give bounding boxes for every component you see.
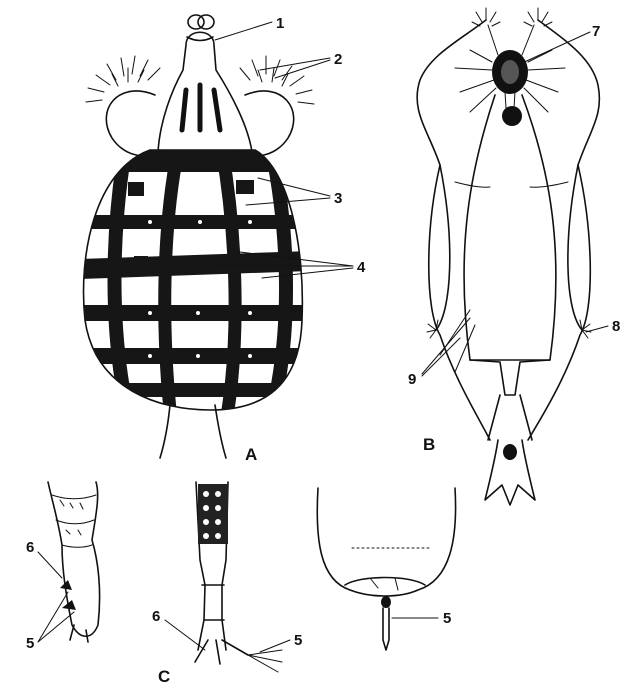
panel-label-a: A (245, 445, 257, 464)
figure-a-rotifer-body (60, 15, 331, 458)
callout-7: 7 (592, 23, 600, 40)
figure-c-lorica (317, 488, 455, 650)
figure-c-foot-middle (195, 482, 282, 672)
callout-4: 4 (357, 259, 366, 276)
callout-5-left: 5 (26, 635, 34, 652)
panel-label-c: C (158, 667, 170, 684)
callout-5-middle: 5 (294, 632, 302, 649)
callout-3: 3 (334, 190, 342, 207)
callout-6-left: 6 (26, 539, 34, 556)
panel-label-b: B (423, 435, 435, 454)
callout-6-middle: 6 (152, 608, 160, 625)
callout-2: 2 (334, 51, 342, 68)
figure-c-foot-left (48, 482, 100, 642)
callout-8: 8 (612, 318, 620, 335)
callout-1: 1 (276, 15, 284, 32)
callout-9: 9 (408, 371, 416, 388)
figure-b-rotifer-body (417, 8, 599, 505)
callout-5-right: 5 (443, 610, 451, 627)
